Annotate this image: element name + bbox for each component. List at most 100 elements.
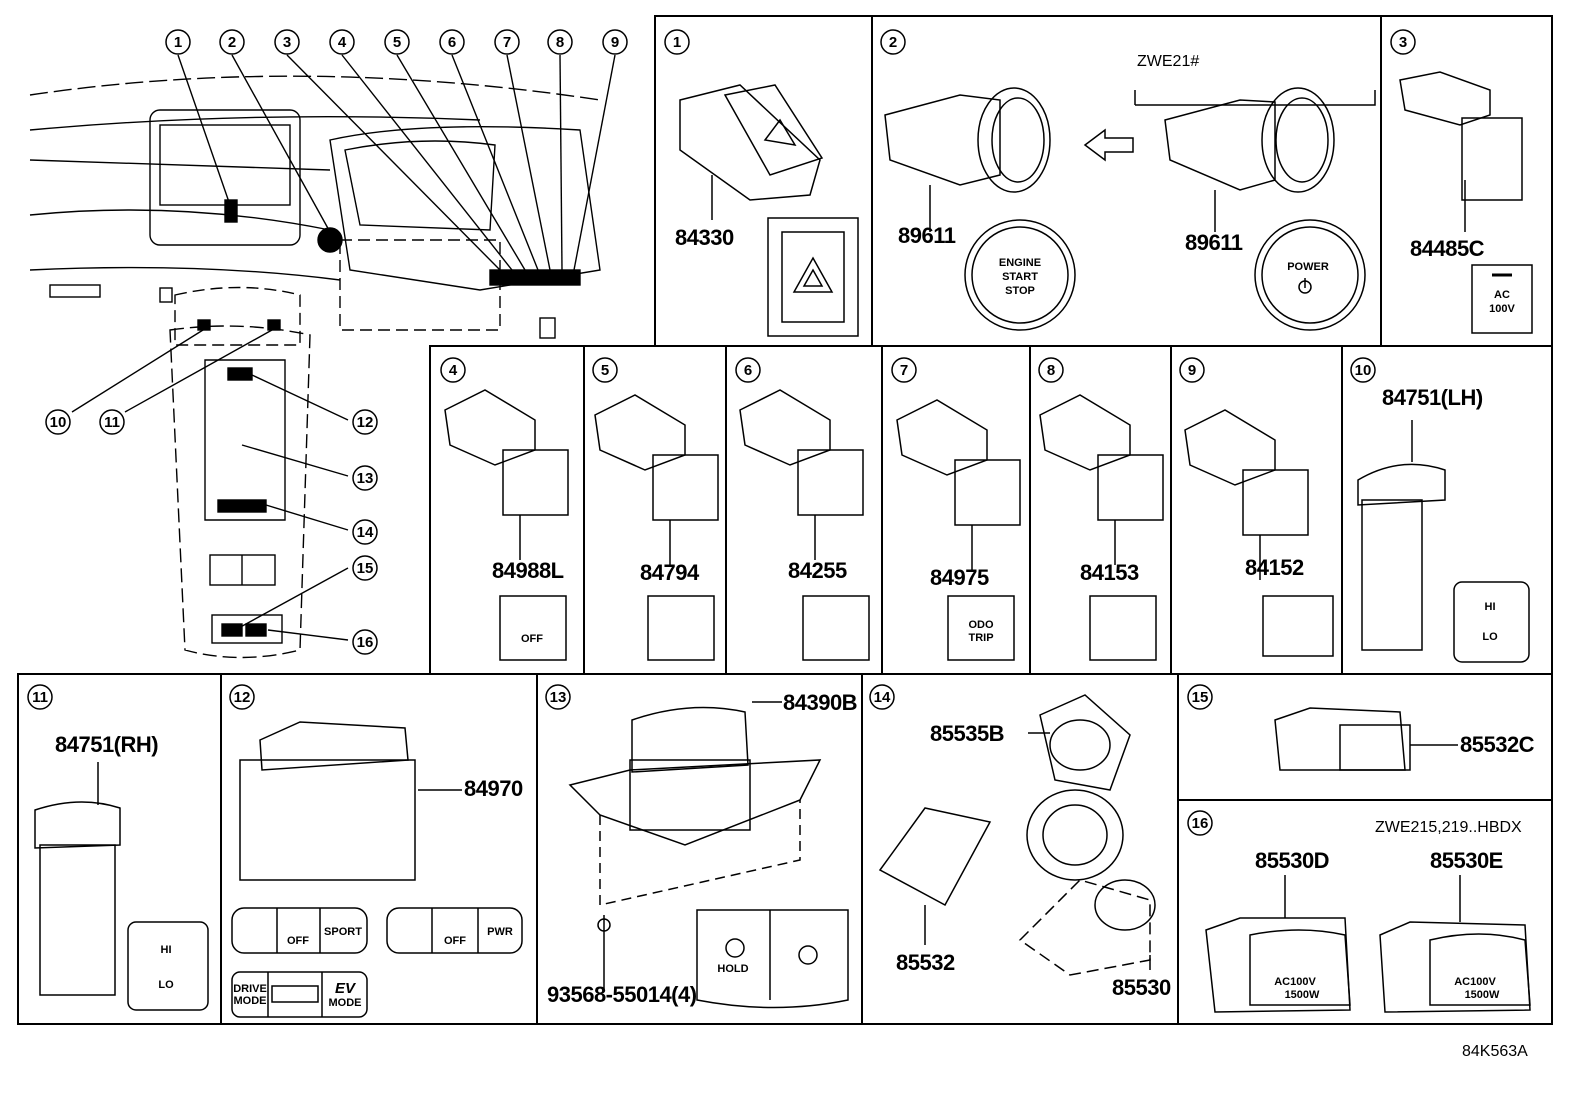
callout-number: 2 <box>880 29 906 55</box>
part-number-labels: 84330 89611 89611 ZWE21# 84485C 84988L 8… <box>55 53 1535 1060</box>
part-number: 85530D <box>1255 848 1329 873</box>
button-label: 100V <box>1489 303 1515 315</box>
callout-circle <box>352 519 378 545</box>
callout-label: 16 <box>1192 815 1209 832</box>
callout-number: 6 <box>735 357 761 383</box>
callout-number: 12 <box>352 409 378 435</box>
panel-frames <box>17 15 1553 1025</box>
callout-label: 12 <box>357 414 374 431</box>
callout-circle <box>1390 29 1416 55</box>
button-label: LO <box>1482 631 1498 643</box>
button-label: MODE <box>234 995 267 1007</box>
callout-circle <box>592 357 618 383</box>
part-number: 84794 <box>640 560 700 585</box>
callout-circle <box>384 29 410 55</box>
button-label: AC100V <box>1454 976 1496 988</box>
callout-number: 16 <box>352 629 378 655</box>
callout-number: 13 <box>352 465 378 491</box>
callout-number: 14 <box>352 519 378 545</box>
callout-label: 14 <box>357 524 374 541</box>
switch-face-symbol <box>499 595 567 661</box>
callout-circle <box>439 29 465 55</box>
callout-circle <box>735 357 761 383</box>
button-label: TRIP <box>968 632 993 644</box>
model-note: ZWE215,219..HBDX <box>1375 819 1522 836</box>
callout-label: 15 <box>1192 689 1209 706</box>
panel-2-push-start <box>884 87 1376 331</box>
callout-circle <box>274 29 300 55</box>
panel-13-parking-brake-switch <box>568 701 849 1009</box>
part-number: 93568-55014(4) <box>547 982 697 1007</box>
callout-number: 6 <box>439 29 465 55</box>
callout-label: 16 <box>357 634 374 651</box>
button-label: SPORT <box>324 926 362 938</box>
part-number: 84970 <box>464 776 523 801</box>
switch-illustration <box>594 394 719 661</box>
callout-label: 9 <box>1188 362 1196 379</box>
switch-illustration <box>444 389 569 661</box>
part-number: 84751(RH) <box>55 732 158 757</box>
callout-circle <box>547 29 573 55</box>
callout-circle <box>1187 810 1213 836</box>
callout-label: 1 <box>673 34 681 51</box>
callout-circle <box>494 29 520 55</box>
button-label: EV <box>335 980 357 997</box>
panel-10-seat-heater-lh <box>1357 420 1530 663</box>
part-number: 84988L <box>492 558 564 583</box>
button-label: MODE <box>329 997 362 1009</box>
switch-illustration <box>739 389 870 661</box>
part-number: 85530E <box>1430 848 1503 873</box>
dashboard-overview <box>29 54 616 659</box>
switch-face-symbol <box>647 595 715 661</box>
switch-face-symbol <box>1262 595 1334 657</box>
part-number: 89611 <box>1185 230 1243 255</box>
button-label: POWER <box>1287 261 1329 273</box>
callout-circle <box>880 29 906 55</box>
callout-circle <box>1350 357 1376 383</box>
callout-circle <box>1038 357 1064 383</box>
callout-circle <box>1187 684 1213 710</box>
callout-circle <box>165 29 191 55</box>
callout-number: 9 <box>1179 357 1205 383</box>
part-number: 84153 <box>1080 560 1139 585</box>
button-label: DRIVE <box>233 983 267 995</box>
button-label: OFF <box>521 633 543 645</box>
callout-circle <box>27 684 53 710</box>
callout-label: 5 <box>393 34 401 51</box>
callout-number: 11 <box>27 684 53 710</box>
switch-illustration <box>1184 409 1334 657</box>
part-number: 84485C <box>1410 236 1485 261</box>
part-number: 89611 <box>898 223 956 248</box>
switch-face-symbol <box>1089 595 1157 661</box>
panel-16-outlet-switches <box>1205 875 1531 1013</box>
part-number: 84975 <box>930 565 989 590</box>
callout-label: 2 <box>228 34 236 51</box>
panel-switches-row <box>444 389 1334 661</box>
part-number: 84255 <box>788 558 847 583</box>
callout-number: 11 <box>99 409 125 435</box>
callout-circle <box>891 357 917 383</box>
callout-circle <box>352 409 378 435</box>
callout-number: 2 <box>219 29 245 55</box>
callout-circle <box>869 684 895 710</box>
panel-1-hazard-switch <box>679 84 859 337</box>
callout-number: 5 <box>384 29 410 55</box>
part-number: 84751(LH) <box>1382 385 1483 410</box>
model-note: ZWE21# <box>1137 53 1199 70</box>
callout-label: 10 <box>1355 362 1372 379</box>
callout-label: 11 <box>104 414 120 431</box>
callout-number: 1 <box>664 29 690 55</box>
callout-number: 1 <box>165 29 191 55</box>
callout-circle <box>545 684 571 710</box>
callout-label: 6 <box>744 362 752 379</box>
part-number: 85535B <box>930 721 1004 746</box>
callout-number: 4 <box>329 29 355 55</box>
diagram-reference: 84K563A <box>1462 1043 1528 1060</box>
callout-number: 7 <box>891 357 917 383</box>
callout-circle <box>440 357 466 383</box>
callout-number: 4 <box>440 357 466 383</box>
callout-number: 8 <box>547 29 573 55</box>
callout-number: 10 <box>1350 357 1376 383</box>
